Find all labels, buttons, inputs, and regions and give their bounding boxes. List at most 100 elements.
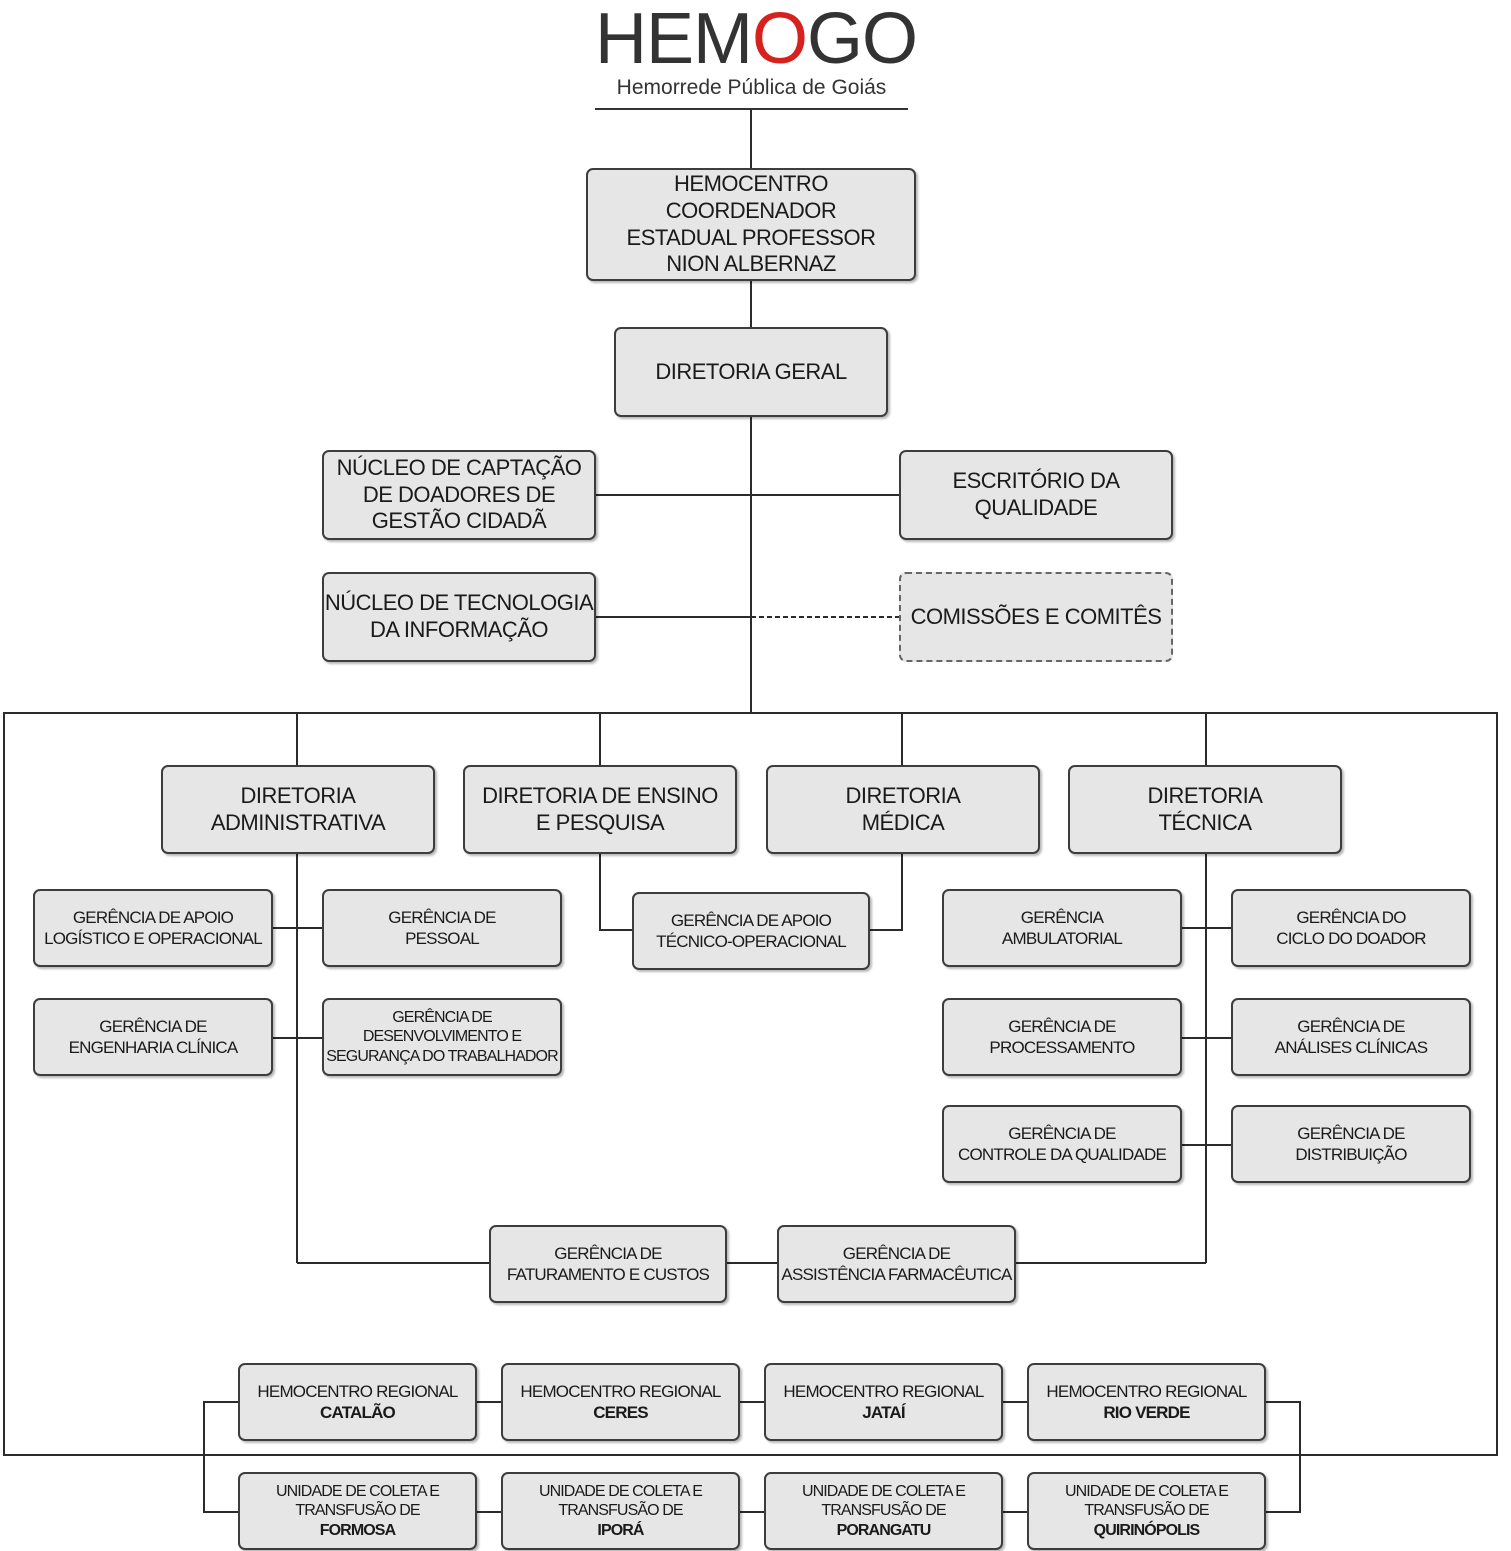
node-line: GERÊNCIA DE APOIO [670, 910, 832, 930]
node-line: NÚCLEO DE CAPTAÇÃO [336, 454, 582, 480]
node-line: GESTÃO CIDADÃ [371, 508, 547, 534]
node-line: GERÊNCIA DE [554, 1243, 662, 1263]
logo-text-a: HEM [595, 0, 753, 79]
node-line: DA INFORMAÇÃO [369, 617, 549, 642]
node-line: GERÊNCIA DE [842, 1243, 951, 1263]
node-unidade-porangatu: UNIDADE DE COLETA E TRANSFUSÃO DE PORANG… [764, 1472, 1003, 1550]
node-line: ESCRITÓRIO DA [952, 468, 1120, 494]
node-line: COMISSÕES E COMITÊS [910, 603, 1162, 629]
node-comissoes-comites: COMISSÕES E COMITÊS [899, 572, 1173, 662]
node-line: GERÊNCIA DE [392, 1008, 492, 1026]
node-hemocentro-coordenador: HEMOCENTRO COORDENADOR ESTADUAL PROFESSO… [586, 168, 916, 281]
node-line: HEMOCENTRO REGIONAL [257, 1381, 458, 1401]
node-diretoria-ensino: DIRETORIA DE ENSINO E PESQUISA [463, 765, 737, 854]
node-line: PROCESSAMENTO [989, 1038, 1135, 1057]
node-gerencia-faturamento: GERÊNCIA DE FATURAMENTO E CUSTOS [489, 1225, 727, 1303]
node-line: DIRETORIA GERAL [655, 358, 847, 384]
node-gerencia-ambulatorial: GERÊNCIA AMBULATORIAL [942, 889, 1182, 967]
hemogo-logo: HEMOGO Hemorrede Pública de Goiás [595, 0, 918, 110]
node-line: CONTROLE DA QUALIDADE [957, 1145, 1167, 1164]
node-line: GERÊNCIA DE [1008, 1016, 1116, 1036]
logo-subtitle: Hemorrede Pública de Goiás [595, 76, 908, 110]
node-line: DIRETORIA DE ENSINO [482, 782, 718, 808]
node-line: ADMINISTRATIVA [210, 809, 386, 835]
node-unidade-quirinopolis: UNIDADE DE COLETA E TRANSFUSÃO DE QUIRIN… [1027, 1472, 1266, 1550]
node-line: QUIRINÓPOLIS [1093, 1521, 1201, 1539]
node-line: QUALIDADE [974, 495, 1098, 520]
node-line: GERÊNCIA [1020, 907, 1104, 927]
logo-text-o: O [752, 0, 808, 79]
node-gerencia-farmaceutica: GERÊNCIA DE ASSISTÊNCIA FARMACÊUTICA [777, 1225, 1016, 1303]
node-line: E PESQUISA [535, 809, 665, 835]
node-line: GERÊNCIA DE [388, 907, 496, 927]
node-unidade-ipora: UNIDADE DE COLETA E TRANSFUSÃO DE IPORÁ [501, 1472, 740, 1550]
node-line: DIRETORIA [240, 782, 356, 808]
node-regional-rio-verde: HEMOCENTRO REGIONAL RIO VERDE [1027, 1363, 1266, 1441]
node-gerencia-apoio-tecnico: GERÊNCIA DE APOIO TÉCNICO-OPERACIONAL [632, 892, 870, 970]
node-line: IPORÁ [597, 1521, 644, 1539]
node-line: FATURAMENTO E CUSTOS [506, 1265, 710, 1284]
node-line: GERÊNCIA DO [1296, 907, 1406, 927]
node-gerencia-distribuicao: GERÊNCIA DE DISTRIBUIÇÃO [1231, 1105, 1471, 1183]
node-line: PESSOAL [405, 929, 480, 948]
node-line: DE DOADORES DE [362, 481, 556, 507]
logo-wordmark: HEMOGO [595, 0, 918, 79]
node-line: CICLO DO DOADOR [1276, 929, 1426, 948]
node-regional-catalao: HEMOCENTRO REGIONAL CATALÃO [238, 1363, 477, 1441]
node-line: DISTRIBUIÇÃO [1295, 1145, 1407, 1164]
node-line: GERÊNCIA DE [1297, 1123, 1405, 1143]
node-line: RIO VERDE [1103, 1403, 1190, 1422]
node-line: FORMOSA [319, 1521, 396, 1539]
node-line: TRANSFUSÃO DE [821, 1502, 946, 1520]
node-diretoria-geral: DIRETORIA GERAL [614, 327, 888, 417]
node-unidade-formosa: UNIDADE DE COLETA E TRANSFUSÃO DE FORMOS… [238, 1472, 477, 1550]
node-line: ENGENHARIA CLÍNICA [68, 1038, 239, 1057]
node-line: JATAÍ [862, 1403, 905, 1422]
node-gerencia-engenharia: GERÊNCIA DE ENGENHARIA CLÍNICA [33, 998, 273, 1076]
node-escritorio-qualidade: ESCRITÓRIO DA QUALIDADE [899, 450, 1173, 540]
node-diretoria-medica: DIRETORIA MÉDICA [766, 765, 1040, 854]
node-line: NION ALBERNAZ [666, 251, 836, 277]
node-diretoria-administrativa: DIRETORIA ADMINISTRATIVA [161, 765, 435, 854]
node-gerencia-processamento: GERÊNCIA DE PROCESSAMENTO [942, 998, 1182, 1076]
node-line: TRANSFUSÃO DE [1084, 1502, 1209, 1520]
node-line: DIRETORIA [845, 782, 961, 808]
node-line: ESTADUAL PROFESSOR [626, 224, 876, 250]
node-line: HEMOCENTRO COORDENADOR [665, 170, 837, 223]
node-line: UNIDADE DE COLETA E [1064, 1482, 1229, 1500]
node-gerencia-analises: GERÊNCIA DE ANÁLISES CLÍNICAS [1231, 998, 1471, 1076]
node-line: TÉCNICA [1158, 809, 1252, 835]
node-line: UNIDADE DE COLETA E [538, 1482, 703, 1500]
node-line: GERÊNCIA DE [1297, 1016, 1405, 1036]
node-line: SEGURANÇA DO TRABALHADOR [326, 1047, 558, 1065]
node-line: ASSISTÊNCIA FARMACÊUTICA [781, 1265, 1012, 1284]
node-gerencia-controle-qualidade: GERÊNCIA DE CONTROLE DA QUALIDADE [942, 1105, 1182, 1183]
node-regional-ceres: HEMOCENTRO REGIONAL CERES [501, 1363, 740, 1441]
node-line: MÉDICA [861, 809, 945, 835]
node-nucleo-captacao: NÚCLEO DE CAPTAÇÃO DE DOADORES DE GESTÃO… [322, 450, 596, 540]
node-gerencia-pessoal: GERÊNCIA DE PESSOAL [322, 889, 562, 967]
node-line: LOGÍSTICO E OPERACIONAL [44, 929, 263, 948]
node-line: NÚCLEO DE TECNOLOGIA [324, 590, 594, 616]
node-line: HEMOCENTRO REGIONAL [1046, 1381, 1247, 1401]
node-diretoria-tecnica: DIRETORIA TÉCNICA [1068, 765, 1342, 854]
node-line: TRANSFUSÃO DE [295, 1502, 420, 1520]
node-line: ANÁLISES CLÍNICAS [1274, 1038, 1428, 1057]
node-line: GERÊNCIA DE APOIO [72, 907, 234, 927]
node-line: DESENVOLVIMENTO E [362, 1028, 522, 1046]
logo-text-b: GO [807, 0, 918, 79]
node-nucleo-ti: NÚCLEO DE TECNOLOGIA DA INFORMAÇÃO [322, 572, 596, 662]
node-gerencia-ciclo-doador: GERÊNCIA DO CICLO DO DOADOR [1231, 889, 1471, 967]
node-line: PORANGATU [836, 1521, 932, 1539]
node-line: CATALÃO [320, 1403, 396, 1422]
node-gerencia-apoio-logistico: GERÊNCIA DE APOIO LOGÍSTICO E OPERACIONA… [33, 889, 273, 967]
node-line: TRANSFUSÃO DE [558, 1502, 683, 1520]
node-line: GERÊNCIA DE [1008, 1123, 1116, 1143]
node-regional-jatai: HEMOCENTRO REGIONAL JATAÍ [764, 1363, 1003, 1441]
node-line: CERES [593, 1403, 648, 1422]
node-line: GERÊNCIA DE [99, 1016, 207, 1036]
node-line: AMBULATORIAL [1001, 929, 1123, 948]
node-line: UNIDADE DE COLETA E [801, 1482, 966, 1500]
node-gerencia-desenvolvimento: GERÊNCIA DE DESENVOLVIMENTO E SEGURANÇA … [322, 998, 562, 1076]
